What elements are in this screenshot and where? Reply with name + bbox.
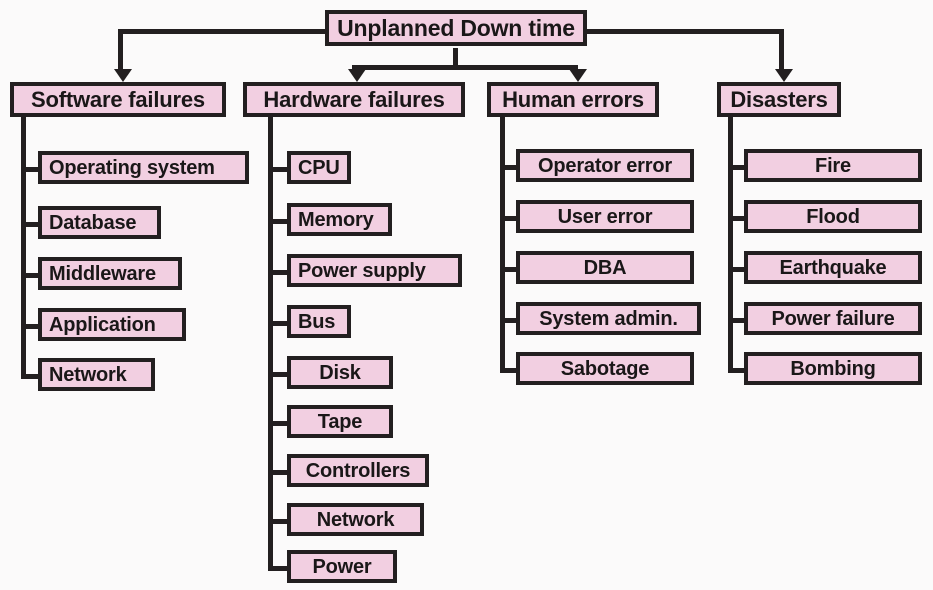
node-cpu-label: CPU <box>298 156 340 179</box>
node-sabotage-label: Sabotage <box>560 357 650 380</box>
node-human-errors-label: Human errors <box>502 86 644 112</box>
stub-disasters-3 <box>728 267 748 272</box>
node-memory[interactable]: Memory <box>287 203 392 236</box>
node-power-failure-label: Power failure <box>771 307 895 330</box>
node-power-failure[interactable]: Power failure <box>744 302 922 335</box>
spine-software <box>21 117 26 374</box>
node-operating-system-label: Operating system <box>49 156 215 179</box>
arrowhead-hardware <box>348 69 366 82</box>
node-hardware-failures[interactable]: Hardware failures <box>243 82 465 117</box>
stub-human-3 <box>500 267 520 272</box>
node-power-supply[interactable]: Power supply <box>287 254 462 287</box>
node-operating-system[interactable]: Operating system <box>38 151 249 184</box>
node-hardware-power[interactable]: Power <box>287 550 397 583</box>
node-controllers-label: Controllers <box>305 459 411 482</box>
node-middleware-label: Middleware <box>49 262 156 285</box>
stub-software-5 <box>21 374 42 379</box>
node-human-errors[interactable]: Human errors <box>487 82 659 117</box>
stub-hardware-8 <box>268 519 291 524</box>
node-disk[interactable]: Disk <box>287 356 393 389</box>
arrowhead-human-errors <box>569 69 587 82</box>
stub-hardware-9 <box>268 566 291 571</box>
stub-human-1 <box>500 165 520 170</box>
node-hardware-network-label: Network <box>316 508 395 531</box>
node-database-label: Database <box>49 211 137 234</box>
node-controllers[interactable]: Controllers <box>287 454 429 487</box>
node-bombing-label: Bombing <box>790 357 876 380</box>
node-software-failures[interactable]: Software failures <box>10 82 226 117</box>
node-operator-error-label: Operator error <box>538 154 672 177</box>
stub-disasters-5 <box>728 368 748 373</box>
stub-hardware-1 <box>268 167 291 172</box>
stub-hardware-7 <box>268 470 291 475</box>
spine-hardware <box>268 117 273 566</box>
node-user-error[interactable]: User error <box>516 200 694 233</box>
arrowhead-disasters <box>775 69 793 82</box>
spine-disasters <box>728 117 733 368</box>
node-disasters[interactable]: Disasters <box>717 82 841 117</box>
stub-hardware-4 <box>268 321 291 326</box>
node-bombing[interactable]: Bombing <box>744 352 922 385</box>
stub-software-1 <box>21 167 42 172</box>
node-flood-label: Flood <box>806 205 860 228</box>
arrowhead-software <box>114 69 132 82</box>
node-application[interactable]: Application <box>38 308 186 341</box>
stub-hardware-6 <box>268 421 291 426</box>
node-hardware-failures-label: Hardware failures <box>263 86 445 112</box>
node-hardware-network[interactable]: Network <box>287 503 424 536</box>
node-tape[interactable]: Tape <box>287 405 393 438</box>
stub-disasters-1 <box>728 165 748 170</box>
node-earthquake[interactable]: Earthquake <box>744 251 922 284</box>
node-cpu[interactable]: CPU <box>287 151 351 184</box>
node-dba[interactable]: DBA <box>516 251 694 284</box>
node-software-network-label: Network <box>49 363 127 386</box>
stub-human-4 <box>500 318 520 323</box>
node-dba-label: DBA <box>583 256 627 279</box>
connector-root-bus <box>352 65 578 70</box>
node-hardware-power-label: Power <box>312 555 372 578</box>
node-system-admin[interactable]: System admin. <box>516 302 701 335</box>
node-flood[interactable]: Flood <box>744 200 922 233</box>
connector-root-to-software-horizontal <box>118 29 326 34</box>
node-power-supply-label: Power supply <box>298 259 426 282</box>
node-software-network[interactable]: Network <box>38 358 155 391</box>
node-database[interactable]: Database <box>38 206 161 239</box>
stub-human-5 <box>500 368 520 373</box>
node-tape-label: Tape <box>317 410 363 433</box>
node-middleware[interactable]: Middleware <box>38 257 182 290</box>
connector-root-to-disasters-horizontal <box>586 29 784 34</box>
node-earthquake-label: Earthquake <box>779 256 887 279</box>
node-application-label: Application <box>49 313 156 336</box>
node-bus-label: Bus <box>298 310 336 333</box>
stub-hardware-5 <box>268 372 291 377</box>
node-root-label: Unplanned Down time <box>337 14 575 41</box>
node-memory-label: Memory <box>298 208 374 231</box>
stub-disasters-2 <box>728 216 748 221</box>
stub-human-2 <box>500 216 520 221</box>
stub-disasters-4 <box>728 318 748 323</box>
node-fire[interactable]: Fire <box>744 149 922 182</box>
node-user-error-label: User error <box>557 205 653 228</box>
node-fire-label: Fire <box>815 154 851 177</box>
node-disasters-label: Disasters <box>730 86 828 112</box>
stub-software-2 <box>21 222 42 227</box>
node-system-admin-label: System admin. <box>539 307 678 330</box>
node-sabotage[interactable]: Sabotage <box>516 352 694 385</box>
stub-software-4 <box>21 324 42 329</box>
stub-hardware-3 <box>268 270 291 275</box>
spine-human-errors <box>500 117 505 368</box>
stub-hardware-2 <box>268 219 291 224</box>
node-root[interactable]: Unplanned Down time <box>325 10 587 46</box>
connector-root-bottom-stub <box>453 48 458 70</box>
node-bus[interactable]: Bus <box>287 305 351 338</box>
node-disk-label: Disk <box>319 361 361 384</box>
connector-root-to-disasters-vertical <box>779 29 784 73</box>
stub-software-3 <box>21 273 42 278</box>
connector-root-to-software-vertical <box>118 29 123 73</box>
node-operator-error[interactable]: Operator error <box>516 149 694 182</box>
node-software-failures-label: Software failures <box>31 86 205 112</box>
